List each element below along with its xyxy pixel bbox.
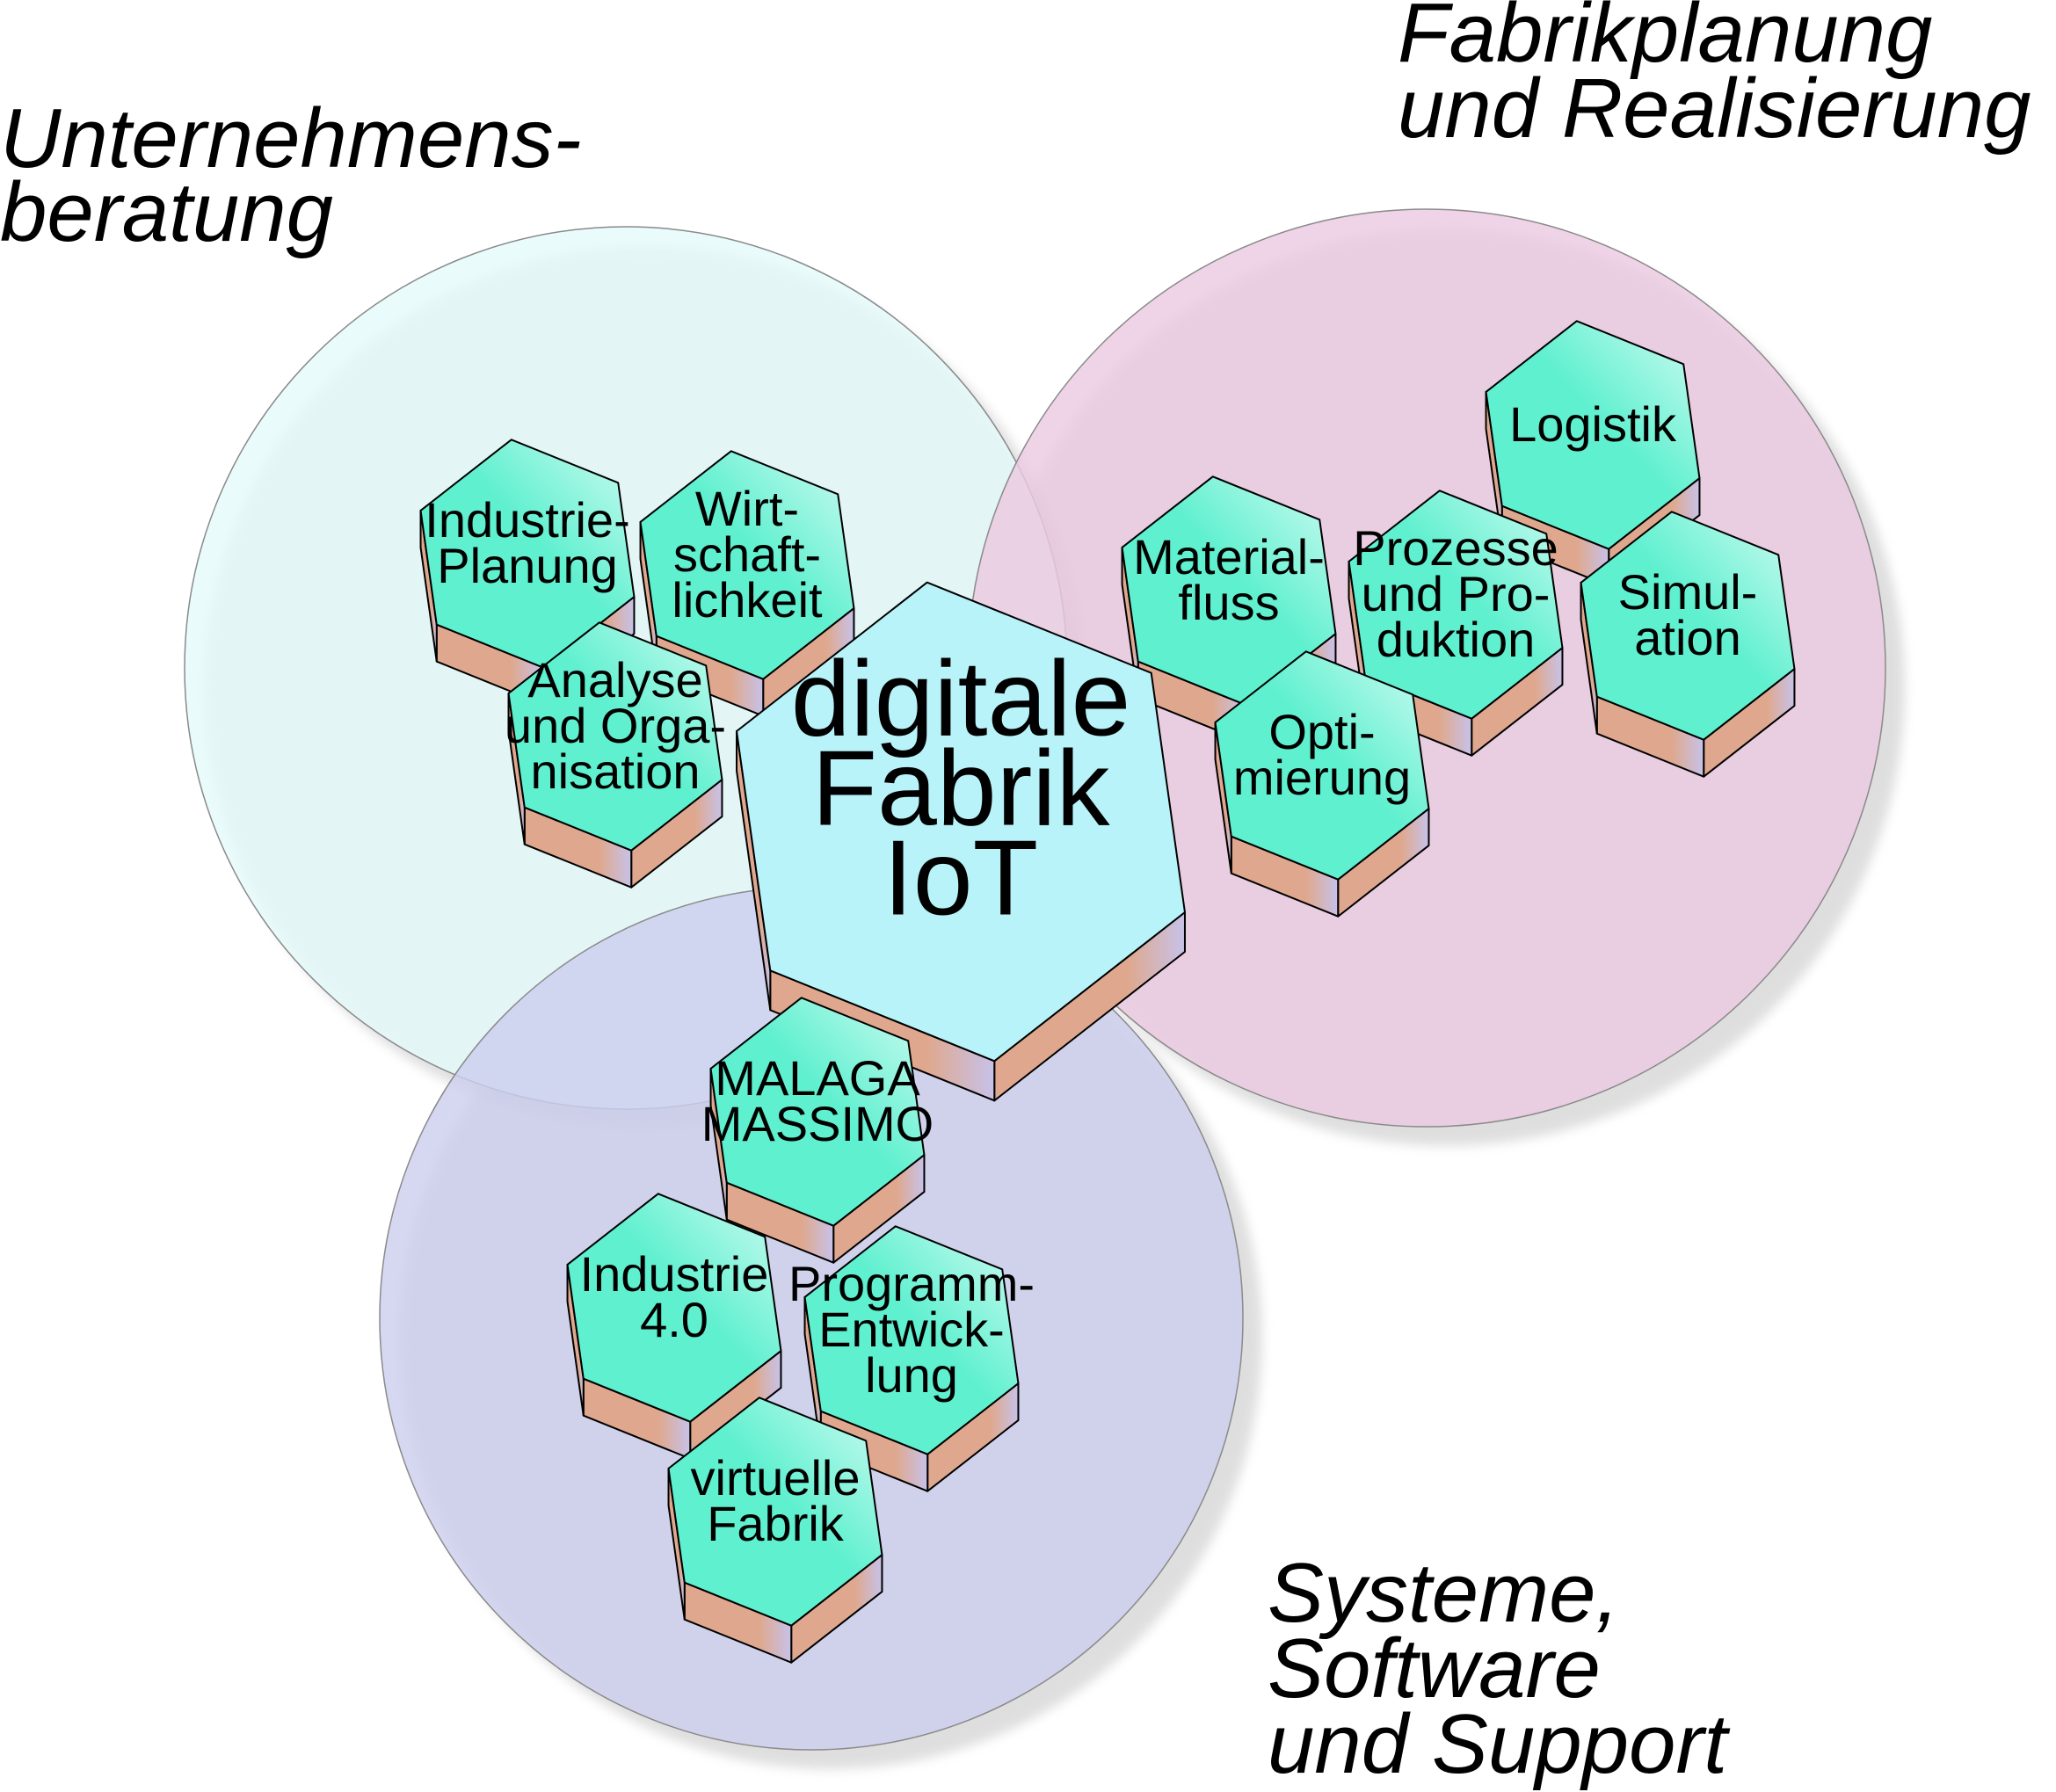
prism-face <box>1580 511 1796 741</box>
label-line: MALAGA <box>715 1050 920 1106</box>
label-line: Entwick- <box>818 1302 1005 1357</box>
label-line: ation <box>1634 610 1740 665</box>
label-line: Simul- <box>1618 564 1758 620</box>
label-line: Programm- <box>788 1256 1035 1311</box>
label-line: mierung <box>1233 750 1411 805</box>
label-line: fluss <box>1178 575 1279 630</box>
label-line: Prozesse <box>1353 520 1558 576</box>
hex-cell-optimierung: Opti-mierung <box>1214 650 1430 918</box>
label-line: MASSIMO <box>701 1096 934 1151</box>
label: Material-fluss <box>1133 529 1325 630</box>
label-line: Wirt- <box>695 481 799 536</box>
label-line: Analyse <box>527 652 702 707</box>
label-line: lichkeit <box>672 572 823 628</box>
label-line: digitale <box>791 639 1131 758</box>
label: Opti-mierung <box>1233 704 1411 805</box>
area-title-line: Unternehmens- <box>0 91 582 185</box>
prism-face <box>667 1397 883 1627</box>
prism-face <box>1348 490 1564 720</box>
area-title-line: Fabrikplanung <box>1398 0 1932 80</box>
prism-face <box>566 1193 782 1423</box>
label: Wirt-schaft-lichkeit <box>672 481 823 628</box>
label-line: Industrie- <box>425 492 629 548</box>
label-line: Opti- <box>1268 704 1375 759</box>
label-line: Planung <box>437 538 618 593</box>
hex-cell-programm-entwicklung: Programm-Entwick-lung <box>788 1225 1035 1492</box>
label-line: IoT <box>883 818 1038 938</box>
area-title-line: Software <box>1268 1622 1601 1716</box>
prism-face <box>709 997 926 1227</box>
area-title-line: und Realisierung <box>1398 62 2031 156</box>
label-line: Fabrik <box>812 729 1111 848</box>
label-line: schaft- <box>673 526 821 582</box>
area-title-line: Systeme, <box>1268 1546 1619 1640</box>
area-title-line: und Support <box>1268 1697 1730 1791</box>
label-line: und Orga- <box>505 698 726 753</box>
label-line: 4.0 <box>640 1292 708 1347</box>
label-line: nisation <box>530 744 700 799</box>
label-line: Logistik <box>1509 396 1677 452</box>
hex-cell-wirtschaftlichkeit: Wirt-schaft-lichkeit <box>639 450 855 717</box>
label-line: virtuelle <box>691 1450 861 1505</box>
label: Logistik <box>1509 396 1677 452</box>
label-line: Fabrik <box>707 1496 845 1551</box>
prism-face <box>639 450 855 680</box>
label-line: Material- <box>1133 529 1325 584</box>
prism-face <box>736 581 1186 1063</box>
label-line: lung <box>865 1347 958 1403</box>
area-title-beratung: Unternehmens-beratung <box>0 91 582 259</box>
prism-face <box>507 621 723 852</box>
hex-cell-simulation: Simul-ation <box>1580 511 1796 778</box>
area-title-line: beratung <box>0 165 333 259</box>
label: Programm-Entwick-lung <box>788 1256 1035 1403</box>
label-line: Industrie <box>580 1246 769 1302</box>
prism-face <box>803 1225 1020 1455</box>
label-line: und Pro- <box>1362 566 1551 621</box>
label: Simul-ation <box>1618 564 1758 665</box>
prism-face <box>1485 320 1701 550</box>
label-line: duktion <box>1377 612 1536 667</box>
prism-face <box>1214 650 1430 881</box>
label: Industrie-Planung <box>425 492 629 593</box>
